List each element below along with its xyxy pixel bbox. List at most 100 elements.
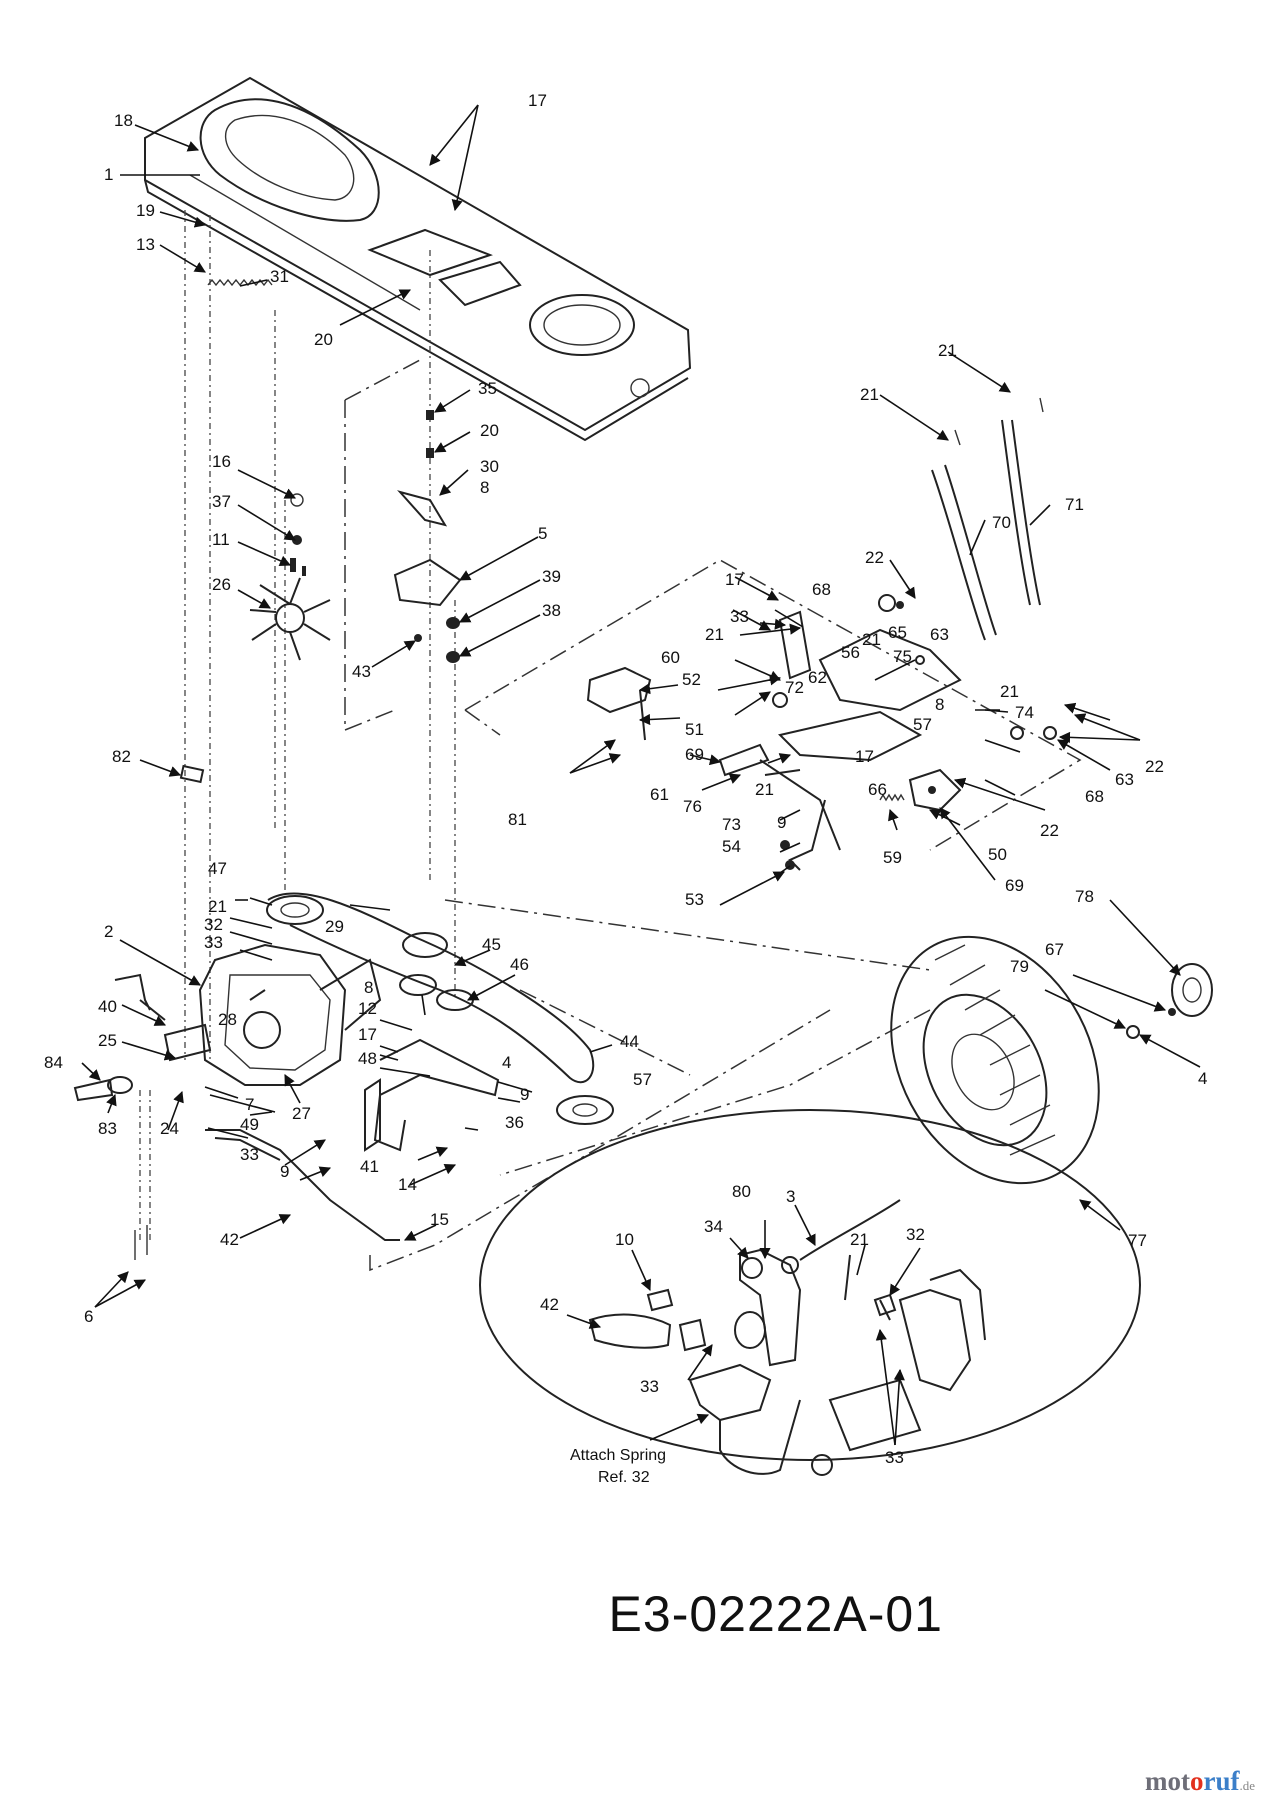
callout-11: 11 <box>212 530 230 549</box>
callout-39: 39 <box>542 567 561 586</box>
callout-72: 72 <box>785 678 804 697</box>
callout-16: 16 <box>212 452 231 471</box>
watermark-logo[interactable]: motoruf.de <box>1145 1766 1255 1797</box>
callout-4-left: 4 <box>502 1053 511 1072</box>
callout-33-detail-b: 33 <box>885 1448 904 1467</box>
callout-65: 65 <box>888 623 907 642</box>
callout-20-top: 20 <box>314 330 333 349</box>
callout-22-right: 22 <box>1145 757 1164 776</box>
pivot-hardware <box>393 410 462 663</box>
callout-9-right: 9 <box>777 813 786 832</box>
callout-56: 56 <box>841 643 860 662</box>
callout-61: 61 <box>650 785 669 804</box>
callout-21-r3: 21 <box>1000 682 1019 701</box>
callout-1: 1 <box>104 165 113 184</box>
callout-46: 46 <box>510 955 529 974</box>
callout-54: 54 <box>722 837 741 856</box>
callout-18: 18 <box>114 111 133 130</box>
callout-21-tr2: 21 <box>860 385 879 404</box>
callout-35: 35 <box>478 379 497 398</box>
callout-76: 76 <box>683 797 702 816</box>
callout-17-mid: 17 <box>358 1025 377 1044</box>
callout-78: 78 <box>1075 887 1094 906</box>
callout-21-r4: 21 <box>755 780 774 799</box>
callout-31: 31 <box>270 267 289 286</box>
callout-5: 5 <box>538 524 547 543</box>
callout-68-top: 68 <box>812 580 831 599</box>
watermark-part-1: mot <box>1144 1766 1190 1796</box>
watermark-part-2: o <box>1189 1766 1204 1796</box>
callout-80: 80 <box>732 1182 751 1201</box>
fan-assembly <box>179 493 331 784</box>
callout-8-top: 8 <box>480 478 489 497</box>
callout-7: 7 <box>245 1095 254 1114</box>
callout-45: 45 <box>482 935 501 954</box>
callout-73: 73 <box>722 815 741 834</box>
callout-9-mid: 9 <box>520 1085 529 1104</box>
callout-48: 48 <box>358 1049 377 1068</box>
callout-labels: 18 1 19 13 31 17 20 35 20 30 8 5 39 38 4… <box>44 91 1207 1486</box>
callout-3: 3 <box>786 1187 795 1206</box>
callout-75: 75 <box>893 647 912 666</box>
detail-view <box>479 1109 1141 1476</box>
callout-63-top: 63 <box>930 625 949 644</box>
wheel <box>890 935 1213 1185</box>
callout-38: 38 <box>542 601 561 620</box>
callout-50: 50 <box>988 845 1007 864</box>
callout-17-top: 17 <box>528 91 547 110</box>
callout-14: 14 <box>398 1175 417 1194</box>
callout-leaders <box>81 104 1201 1446</box>
callout-62: 62 <box>808 668 827 687</box>
detail-note-line1: Attach Spring <box>570 1447 666 1464</box>
watermark-tld: .de <box>1239 1778 1255 1793</box>
callout-20-mid: 20 <box>480 421 499 440</box>
callout-6: 6 <box>84 1307 93 1326</box>
callout-69-left: 69 <box>685 745 704 764</box>
callout-68-right: 68 <box>1085 787 1104 806</box>
callout-71: 71 <box>1065 495 1084 514</box>
callout-41: 41 <box>360 1157 379 1176</box>
callout-36: 36 <box>505 1113 524 1132</box>
callout-70: 70 <box>992 513 1011 532</box>
assembly-boundaries <box>139 210 1082 1272</box>
callout-21-tr1: 21 <box>938 341 957 360</box>
callout-40: 40 <box>98 997 117 1016</box>
callout-84: 84 <box>44 1053 63 1072</box>
callout-17-right: 17 <box>725 570 744 589</box>
callout-22-top: 22 <box>865 548 884 567</box>
callout-33-bl: 33 <box>240 1145 259 1164</box>
callout-49: 49 <box>240 1115 259 1134</box>
callout-58: 57 <box>633 1070 652 1089</box>
callout-79: 79 <box>1010 957 1029 976</box>
callout-27: 27 <box>292 1104 311 1123</box>
callout-66: 66 <box>868 780 887 799</box>
callout-12: 12 <box>358 999 377 1018</box>
transmission <box>73 892 614 1260</box>
callout-82: 82 <box>112 747 131 766</box>
callout-21-detail: 21 <box>850 1230 869 1249</box>
callout-44: 44 <box>620 1032 639 1051</box>
watermark-part-3: ruf <box>1203 1766 1240 1796</box>
callout-29: 29 <box>325 917 344 936</box>
callout-25: 25 <box>98 1031 117 1050</box>
callout-69-right: 69 <box>1005 876 1024 895</box>
callout-21-r2: 21 <box>705 625 724 644</box>
callout-67: 67 <box>1045 940 1064 959</box>
callout-47: 47 <box>208 859 227 878</box>
callout-9-left: 9 <box>280 1162 289 1181</box>
callout-32-detail: 32 <box>906 1225 925 1244</box>
callout-83: 83 <box>98 1119 117 1138</box>
pedal-assembly <box>586 397 1057 871</box>
callout-17-r4: 17 <box>855 747 874 766</box>
callout-26: 26 <box>212 575 231 594</box>
callout-21-r1: 21 <box>862 630 881 649</box>
callout-63-right: 63 <box>1115 770 1134 789</box>
callout-42-detail: 42 <box>540 1295 559 1314</box>
callout-52: 52 <box>682 670 701 689</box>
callout-19: 19 <box>136 201 155 220</box>
callout-24: 24 <box>160 1119 179 1138</box>
callout-21-left: 21 <box>208 897 227 916</box>
detail-note-line2: Ref. 32 <box>598 1469 650 1486</box>
callout-42-left: 42 <box>220 1230 239 1249</box>
